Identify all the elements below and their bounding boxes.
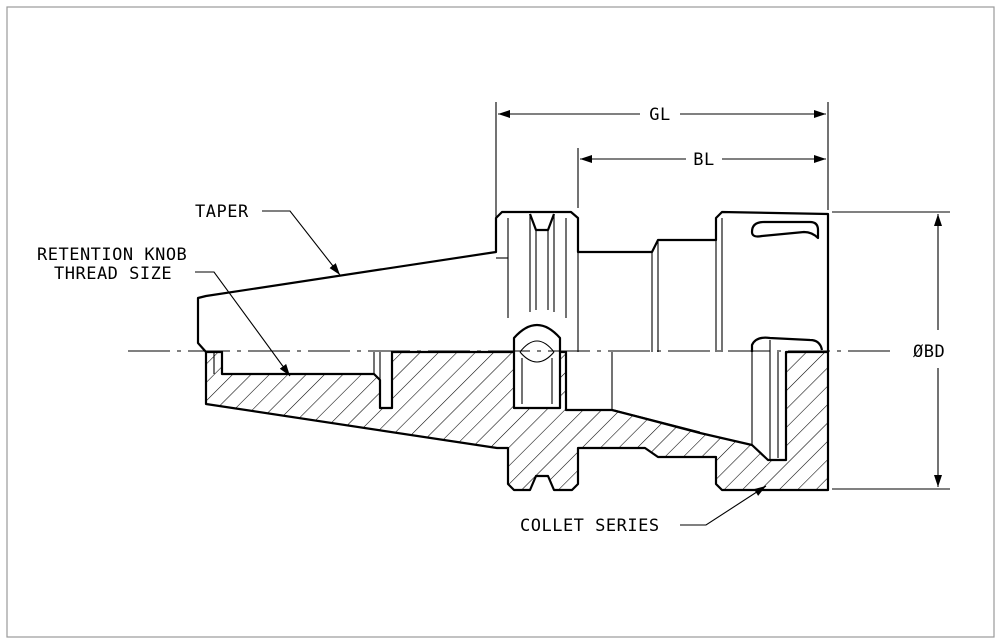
section-lower-half xyxy=(204,350,830,492)
collet-series-callout: COLLET SERIES xyxy=(520,485,767,536)
thread-details xyxy=(206,351,381,380)
taper-callout: TAPER xyxy=(195,202,341,276)
bd-dimension: ØBD xyxy=(832,211,950,490)
gl-dimension: GL xyxy=(495,102,829,250)
gl-label: GL xyxy=(649,105,670,125)
bl-label: BL xyxy=(693,150,714,170)
retention-knob-label-line2: THREAD SIZE xyxy=(54,264,172,284)
upper-outline xyxy=(196,210,830,353)
drawing-frame xyxy=(6,6,995,638)
retention-knob-callout: RETENTION KNOB THREAD SIZE xyxy=(37,245,291,377)
taper-label: TAPER xyxy=(195,202,249,222)
bd-label: ØBD xyxy=(913,342,945,362)
retention-knob-label-line1: RETENTION KNOB xyxy=(37,245,187,265)
collet-series-label: COLLET SERIES xyxy=(520,516,660,536)
bl-dimension: BL xyxy=(577,148,826,208)
flange-details xyxy=(496,213,567,404)
shank-details xyxy=(577,218,824,460)
